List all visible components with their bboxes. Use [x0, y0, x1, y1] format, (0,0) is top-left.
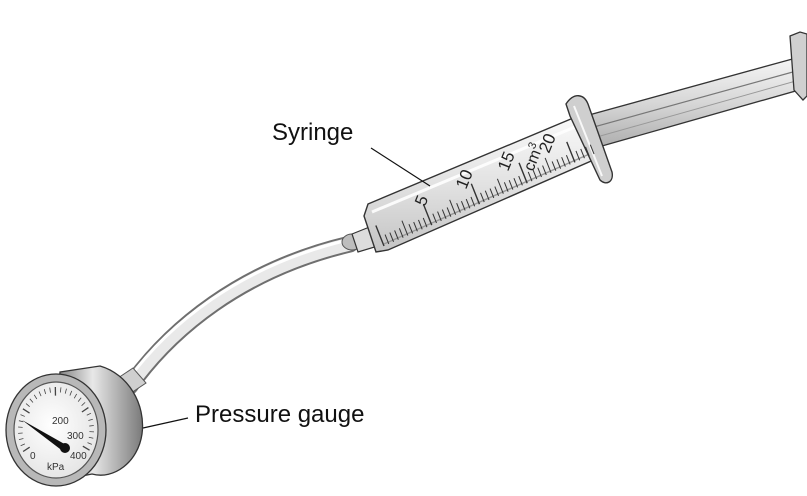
gauge-label-200: 200	[52, 416, 69, 427]
gauge-label-300: 300	[67, 431, 84, 442]
pressure-gauge: 200 300 400 0 kPa	[6, 366, 143, 486]
gauge-unit: kPa	[47, 462, 65, 473]
connecting-tube	[118, 234, 362, 393]
gauge-label-0: 0	[30, 451, 36, 462]
pressure-gauge-label: Pressure gauge	[195, 401, 364, 428]
gauge-label-400: 400	[70, 451, 87, 462]
syringe-barrel	[364, 116, 598, 252]
syringe: 5 10 15 20 cm3	[352, 32, 807, 252]
gauge-pivot	[60, 443, 70, 453]
gauge-tick	[89, 426, 94, 427]
syringe-label: Syringe	[272, 119, 353, 146]
syringe-leader-line	[371, 148, 430, 186]
gauge-leader-line	[143, 418, 188, 428]
